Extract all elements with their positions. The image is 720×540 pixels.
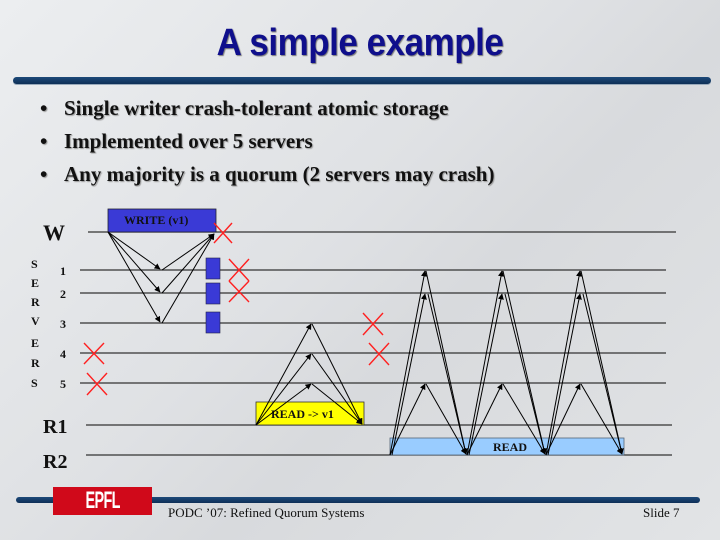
- crash-x-icons: [83, 222, 390, 396]
- bullet-item: •Implemented over 5 servers: [40, 125, 494, 158]
- read2-box: [389, 437, 625, 456]
- svg-text:3: 3: [60, 317, 66, 331]
- write-messages: [107, 231, 215, 324]
- slide-title: A simple example: [216, 22, 504, 64]
- svg-text:R: R: [31, 295, 40, 309]
- crash-x-icon: [83, 342, 105, 365]
- read2-box-label: READ: [493, 440, 527, 454]
- svg-text:R: R: [31, 356, 40, 370]
- read1-box-label: READ -> v1: [271, 407, 334, 421]
- servers-vertical-label: S E R V E R S: [31, 257, 40, 390]
- crash-x-icon: [213, 222, 233, 244]
- bullet-icon: •: [40, 96, 48, 120]
- crash-x-icon: [362, 312, 384, 336]
- svg-text:1: 1: [60, 264, 66, 278]
- title-divider: [13, 77, 711, 84]
- read1-box: [255, 401, 365, 426]
- crash-x-icon: [228, 258, 250, 282]
- read1-messages: [255, 323, 363, 426]
- bullet-icon: •: [40, 129, 48, 153]
- reader-1-label: R1: [43, 416, 67, 438]
- svg-text:4: 4: [60, 347, 66, 361]
- read2-messages: [389, 270, 624, 456]
- bullet-item: •Single writer crash-tolerant atomic sto…: [40, 92, 494, 125]
- svg-text:E: E: [31, 276, 39, 290]
- bullet-list: •Single writer crash-tolerant atomic sto…: [40, 92, 494, 191]
- stored-value-markers: [205, 257, 221, 334]
- footer-divider: [16, 497, 700, 503]
- write-box: [107, 208, 217, 233]
- writer-label: W: [43, 220, 65, 245]
- crash-x-icon: [368, 342, 390, 366]
- crash-x-icon: [228, 280, 250, 303]
- svg-text:2: 2: [60, 287, 66, 301]
- footer-conference: PODC ’07: Refined Quorum Systems: [168, 505, 365, 520]
- epfl-logo: EPFL: [53, 487, 152, 515]
- svg-text:S: S: [31, 376, 38, 390]
- server-numbers: 1 2 3 4 5: [60, 264, 66, 391]
- reader-2-label: R2: [43, 451, 67, 473]
- svg-text:S: S: [31, 257, 38, 271]
- bullet-icon: •: [40, 162, 48, 186]
- svg-text:V: V: [31, 314, 40, 328]
- crash-x-icon: [86, 372, 108, 396]
- svg-text:E: E: [31, 336, 39, 350]
- slide-number: Slide 7: [643, 505, 680, 520]
- bullet-item: •Any majority is a quorum (2 servers may…: [40, 158, 494, 191]
- write-box-label: WRITE (v1): [124, 213, 188, 227]
- svg-text:5: 5: [60, 377, 66, 391]
